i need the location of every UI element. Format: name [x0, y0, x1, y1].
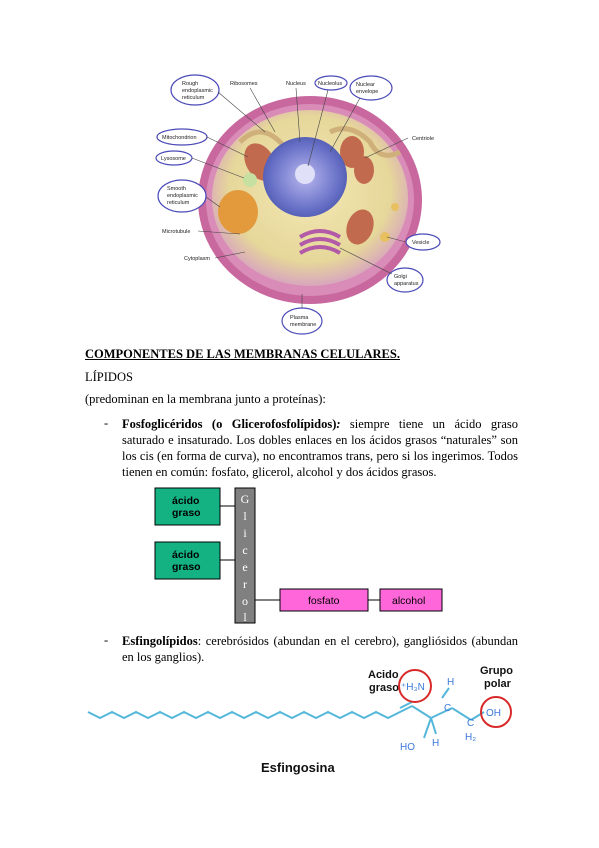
label-nucleus: Nucleus [286, 81, 306, 87]
label-centriole: Centriole [412, 136, 434, 142]
glycerol-letter-e: e [242, 560, 247, 574]
label-vesicle: Vesicle [412, 240, 429, 246]
label-smooth-er-1: Smooth [167, 186, 186, 192]
alcohol-label: alcohol [392, 595, 425, 607]
h-atom-1: H [447, 677, 454, 688]
polar-label-2: polar [484, 678, 512, 690]
label-lysosome: Lysosome [161, 156, 186, 162]
label-ribosomes: Ribosomes [230, 81, 258, 87]
h-atom-2: H [432, 738, 439, 749]
label-mitochondrion: Mitochondrion [162, 135, 197, 141]
glycerol-letter-c: c [242, 543, 247, 557]
glycerol-letter-l: l [243, 509, 247, 523]
c-atom-2: C [467, 718, 474, 729]
hydrocarbon-chain [87, 705, 413, 720]
acid-1-line2: graso [172, 507, 201, 519]
label-nuclear-envelope-2: envelope [356, 89, 378, 95]
polar-label-1: Grupo [480, 665, 513, 677]
section-subheading: LÍPIDOS [85, 370, 133, 384]
bullet-marker-1: - [104, 416, 109, 430]
bullet-fosfogliceridos: Fosfoglicéridos (o Glicerofosfolípidos):… [122, 416, 518, 480]
label-nucleolus: Nucleolus [318, 81, 342, 87]
glycerol-letter-r: r [243, 577, 247, 591]
acid-box-2 [154, 541, 221, 580]
acid-1-line1: ácido [172, 495, 199, 507]
label-rough-er-1: Rough [182, 81, 198, 87]
acid-2-line2: graso [172, 561, 201, 573]
term-esfingolipidos: Esfingolípidos [122, 634, 198, 648]
cell-diagram: Rough endoplasmic reticulum Ribosomes Nu… [155, 74, 441, 335]
acid-label-2: graso [369, 682, 399, 694]
smooth-er-shape [218, 190, 258, 234]
fosfogliceridos-text: siempre tiene un ácido graso saturado e … [122, 417, 518, 479]
nh3-label: ⁺H₃N [401, 682, 425, 693]
golgi-shape [298, 229, 342, 255]
ho-label: HO [400, 742, 415, 753]
hydroxyl-circle [480, 696, 512, 728]
label-golgi-1: Golgi [394, 274, 407, 280]
phosphoglyceride-diagram: ácido graso ácido graso G l i c e r o l … [154, 487, 443, 624]
label-plasma-membrane-1: Plasma [290, 315, 309, 321]
label-rough-er-2: endoplasmic [182, 88, 213, 94]
section-heading: COMPONENTES DE LAS MEMBRANAS CELULARES. [85, 347, 400, 361]
glycerol-letter-i: i [243, 526, 247, 540]
acid-box-1 [154, 487, 221, 526]
label-cytoplasm: Cytoplasm [184, 256, 210, 262]
glycerol-letter-l2: l [243, 610, 247, 624]
glycerol-letter-g: G [241, 492, 250, 506]
sphingosine-structure: Acido graso Grupo polar ⁺H₃N H C OH HO H… [87, 665, 513, 775]
label-nuclear-envelope-1: Nuclear [356, 82, 375, 88]
glycerol-bar [234, 487, 256, 624]
fosfato-label: fosfato [308, 595, 340, 607]
esfingolipidos-text: : cerebrósidos (abundan en el cerebro), … [122, 634, 518, 664]
term-colon: : [336, 417, 341, 431]
h2-label: H₂ [465, 732, 476, 743]
label-rough-er-3: reticulum [182, 95, 205, 101]
amine-circle [398, 669, 432, 703]
alcohol-box [379, 588, 443, 612]
c-atom-1: C [444, 703, 451, 714]
label-smooth-er-3: reticulum [167, 200, 190, 206]
intro-paragraph: (predominan en la membrana junto a prote… [85, 392, 326, 406]
label-plasma-membrane-2: membrane [290, 322, 316, 328]
sphingosine-name: Esfingosina [261, 760, 335, 775]
term-fosfogliceridos: Fosfoglicéridos (o Glicerofosfolípidos) [122, 417, 337, 431]
bullet-marker-2: - [104, 633, 109, 647]
glycerol-letter-o: o [242, 594, 248, 608]
label-golgi-2: apparatus [394, 281, 419, 287]
acid-label-1: Acido [368, 669, 399, 681]
label-microtubule: Microtubule [162, 229, 190, 235]
bullet-esfingolipidos: Esfingolípidos: cerebrósidos (abundan en… [122, 633, 518, 665]
oh-label: OH [486, 708, 501, 719]
label-smooth-er-2: endoplasmic [167, 193, 198, 199]
acid-2-line1: ácido [172, 549, 199, 561]
